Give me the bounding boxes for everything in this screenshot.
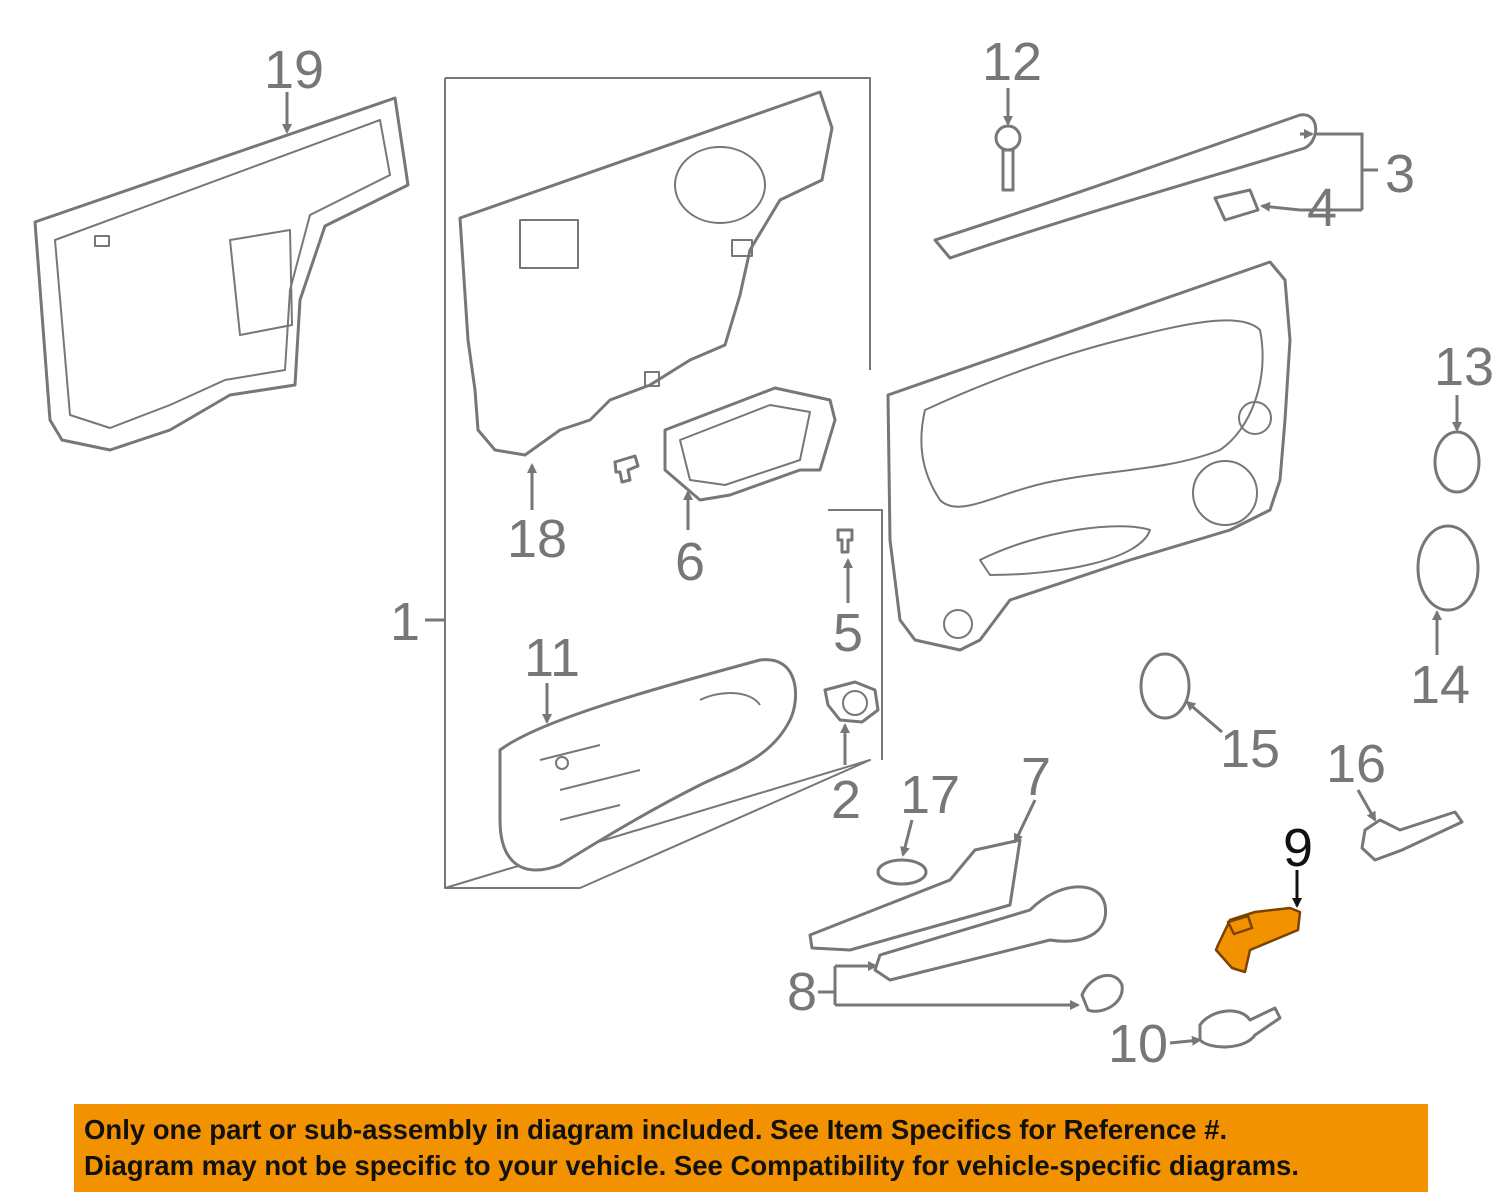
part-11-armrest-trim xyxy=(498,658,797,872)
callout-16: 16 xyxy=(1326,734,1386,794)
callout-13: 13 xyxy=(1434,337,1494,397)
part-6-bezel-bracket xyxy=(663,386,837,502)
callout-9-highlighted: 9 xyxy=(1283,818,1313,878)
callout-3: 3 xyxy=(1385,144,1415,204)
part-15-cover xyxy=(1139,652,1191,720)
callout-1: 1 xyxy=(390,592,420,652)
part-3-belt-molding xyxy=(933,113,1318,260)
leader-17 xyxy=(900,819,914,857)
leader-3-4 xyxy=(1300,132,1378,212)
part-7-armrest-bracket xyxy=(808,838,1022,952)
callout-4: 4 xyxy=(1307,178,1337,238)
callout-17: 17 xyxy=(900,765,960,825)
part-6-screw xyxy=(613,454,640,484)
part-16-handle xyxy=(1360,810,1464,862)
front-door-trim-panel xyxy=(886,260,1292,652)
part-13-grille xyxy=(1433,430,1481,494)
leader-10 xyxy=(1169,1035,1202,1046)
part-5-pin xyxy=(836,528,854,554)
callout-2: 2 xyxy=(831,770,861,830)
assembly-1-bracket-box xyxy=(444,77,883,889)
leader-4-arrow xyxy=(1260,201,1301,212)
callout-10: 10 xyxy=(1108,1014,1168,1074)
callout-15: 15 xyxy=(1220,719,1280,779)
leader-16 xyxy=(1356,789,1377,822)
callout-labels: 19 12 3 4 13 14 15 16 18 6 11 5 2 17 7 8… xyxy=(264,32,1494,1074)
leader-8-bracket xyxy=(818,966,837,1005)
callout-8: 8 xyxy=(787,962,817,1022)
part-18-watershield xyxy=(458,90,834,457)
callout-14: 14 xyxy=(1410,655,1470,715)
part-10-bezel xyxy=(1198,1006,1282,1049)
part-19-rear-door-panel xyxy=(33,96,410,452)
callout-6: 6 xyxy=(675,532,705,592)
callout-18: 18 xyxy=(507,509,567,569)
callout-5: 5 xyxy=(833,603,863,663)
part-2-clip xyxy=(823,680,880,724)
callout-12: 12 xyxy=(982,32,1042,92)
callout-19: 19 xyxy=(264,40,324,100)
part-8-pull-handle xyxy=(873,885,1107,982)
leader-lines xyxy=(282,88,1462,1046)
callout-11: 11 xyxy=(524,628,580,688)
part-8-cap xyxy=(1080,974,1124,1013)
callout-7: 7 xyxy=(1021,747,1051,807)
disclaimer-banner: Only one part or sub-assembly in diagram… xyxy=(74,1104,1428,1192)
leader-7 xyxy=(1013,799,1037,844)
part-4-clip xyxy=(1213,188,1260,222)
disclaimer-line-2: Diagram may not be specific to your vehi… xyxy=(84,1150,1299,1181)
part-12-bolt xyxy=(994,124,1022,192)
part-14-grille xyxy=(1416,524,1480,612)
leader-15 xyxy=(1185,700,1223,734)
part-17-grommet xyxy=(876,858,928,886)
part-9-switch-housing xyxy=(1214,906,1302,974)
disclaimer-line-1: Only one part or sub-assembly in diagram… xyxy=(84,1114,1228,1145)
